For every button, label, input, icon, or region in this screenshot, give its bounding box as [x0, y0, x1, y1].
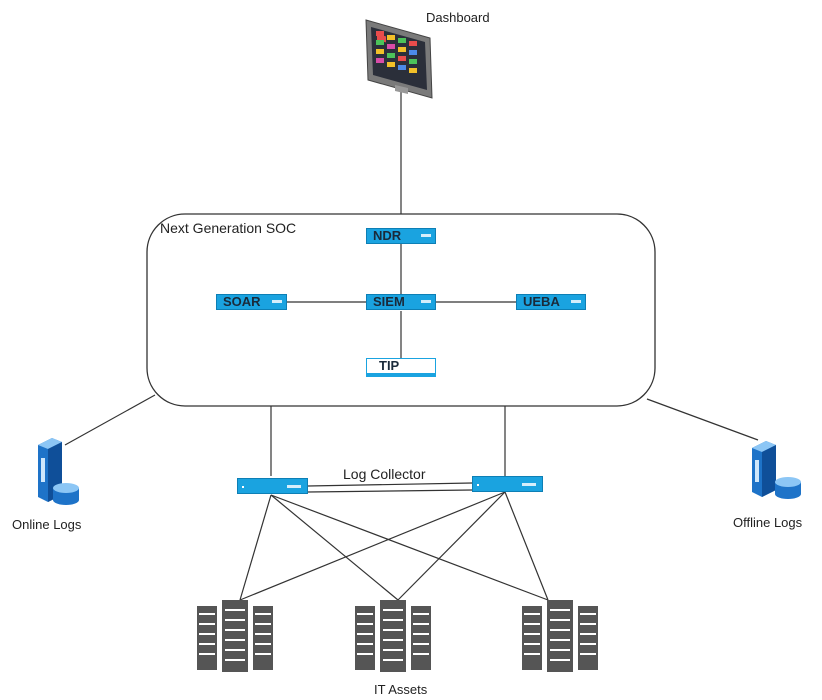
- it-assets-label: IT Assets: [374, 682, 428, 697]
- collector-link-top: [307, 482, 473, 487]
- siem-label: SIEM: [373, 294, 405, 309]
- ueba-node: UEBA: [516, 294, 586, 310]
- connector-lines: [64, 90, 759, 601]
- ndr-label: NDR: [373, 228, 402, 243]
- tip-label: TIP: [379, 358, 400, 373]
- soc-container: [146, 213, 656, 407]
- ueba-label: UEBA: [523, 294, 560, 309]
- offline-logs-label: Offline Logs: [733, 515, 803, 530]
- network-switch-icon: [472, 476, 543, 492]
- siem-node: SIEM: [366, 294, 436, 310]
- tip-node: TIP: [366, 358, 436, 377]
- mesh-line: [504, 491, 549, 601]
- soar-label: SOAR: [223, 294, 261, 309]
- ndr-node: NDR: [366, 228, 436, 244]
- mesh-line: [270, 494, 549, 601]
- mesh-line: [239, 491, 506, 601]
- network-switch-icon: [237, 478, 308, 494]
- rack-slot-lines: [199, 609, 596, 661]
- mesh-line: [239, 494, 272, 601]
- soc-title: Next Generation SOC: [160, 220, 297, 236]
- soc-offline-logs-line: [646, 398, 759, 441]
- online-logs-label: Online Logs: [12, 517, 82, 532]
- soar-node: SOAR: [216, 294, 287, 310]
- soc-online-logs-line: [64, 394, 156, 446]
- collector-link-bottom: [307, 489, 473, 493]
- server-database-icon: [752, 441, 801, 499]
- log-collector-label: Log Collector: [343, 466, 426, 482]
- monitor-icon: [365, 19, 433, 99]
- mesh-line: [397, 491, 506, 601]
- mesh-line: [270, 494, 399, 601]
- dashboard-label: Dashboard: [426, 10, 490, 25]
- server-database-icon: [38, 438, 79, 505]
